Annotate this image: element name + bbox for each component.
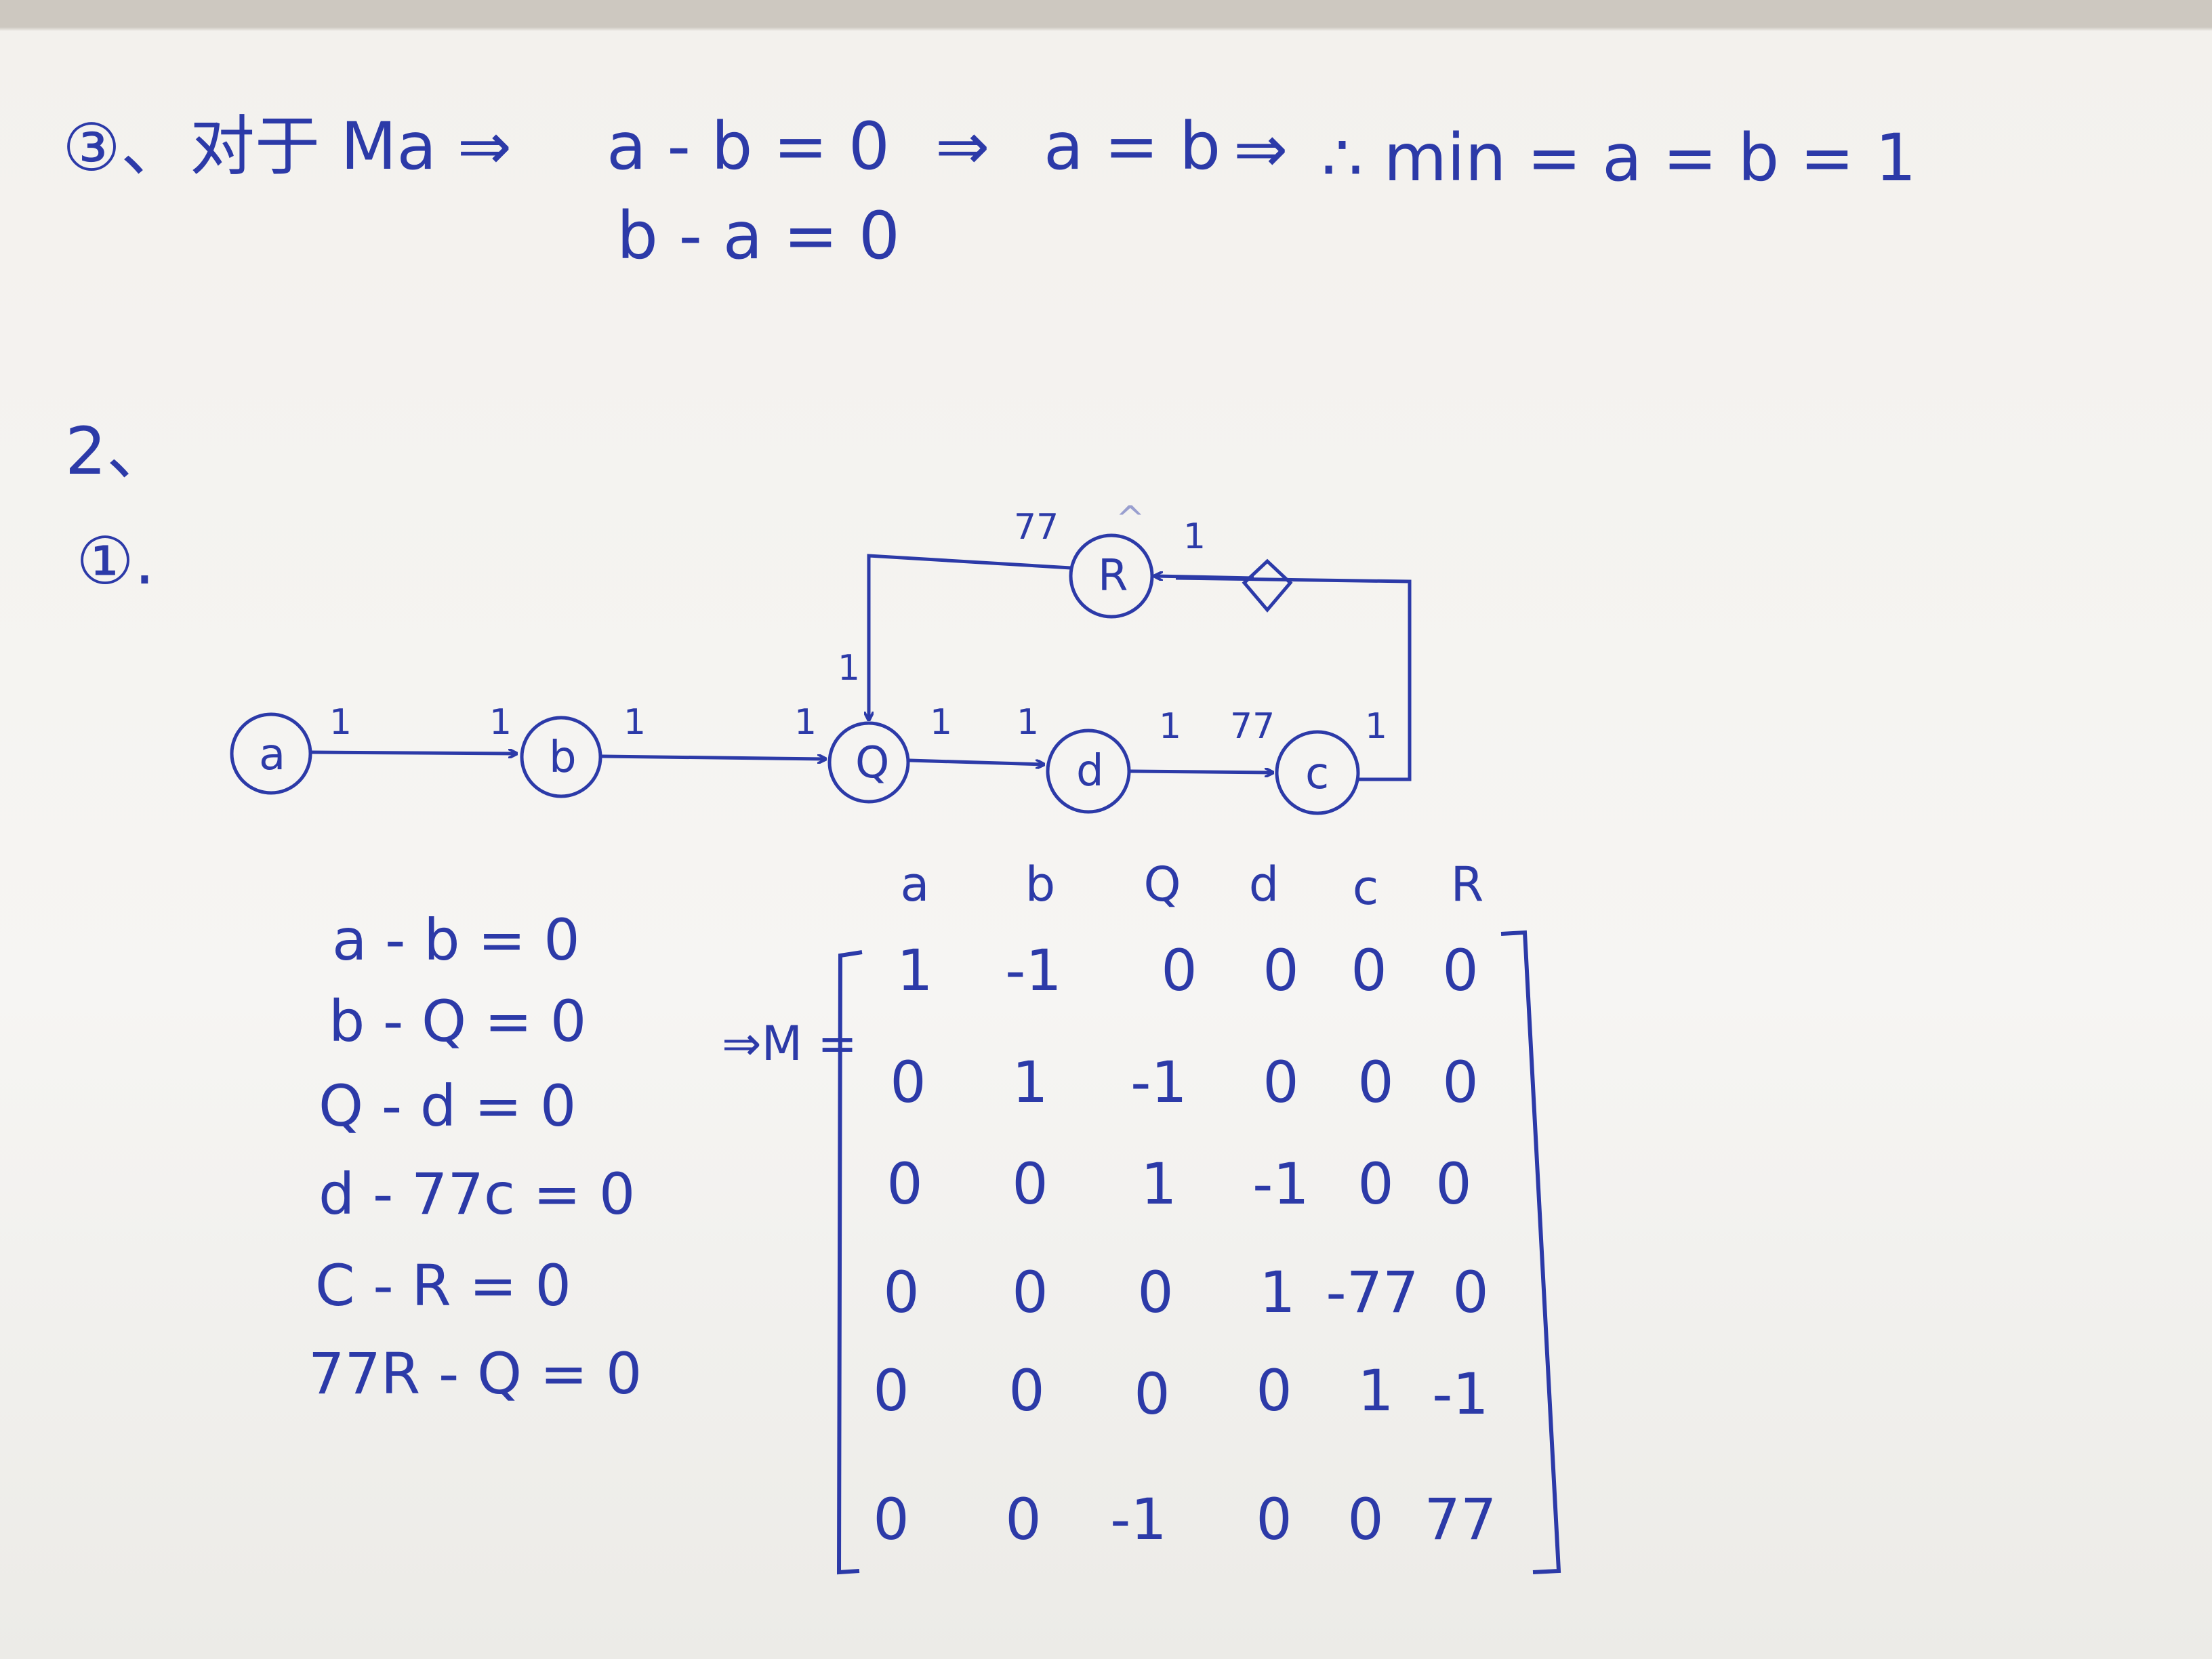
matrix-cell: 0	[1357, 1151, 1394, 1217]
matrix-header-d: d	[1248, 857, 1279, 912]
matrix-cell: 0	[1256, 1486, 1292, 1553]
equation-6: 77R - Q = 0	[308, 1340, 642, 1407]
part3-result1: a = b	[1044, 108, 1221, 184]
edge-label-q-d-head: 1	[1017, 702, 1040, 743]
node-a-label: a	[259, 730, 286, 780]
part3-implies1: ⇒	[935, 108, 990, 184]
matrix-cell: 0	[873, 1357, 909, 1424]
node-d-circle	[1046, 729, 1131, 814]
matrix-cell: -1	[1432, 1361, 1489, 1427]
matrix-cell: 0	[1161, 937, 1197, 1004]
edge-label-r-q-tail: 77	[1014, 507, 1059, 548]
equation-1: a - b = 0	[332, 907, 580, 973]
matrix-cell: 1	[1357, 1357, 1394, 1424]
matrix-header-r: R	[1450, 857, 1484, 912]
part3-marker: ③、	[62, 110, 186, 186]
matrix-cell: 0	[1435, 1151, 1472, 1217]
matrix-cell: 0	[1263, 1049, 1299, 1115]
edge-a-b	[311, 752, 516, 754]
node-d-label: d	[1076, 746, 1104, 796]
matrix-cell: -1	[1110, 1486, 1167, 1553]
matrix-cell: 0	[1452, 1259, 1489, 1326]
matrix-cell: 0	[1134, 1361, 1170, 1427]
matrix-cell: -77	[1326, 1259, 1419, 1326]
edge-c-r-path	[1175, 576, 1412, 781]
matrix-cell: 1	[1259, 1259, 1296, 1326]
matrix-cell: 0	[1263, 937, 1299, 1004]
matrix-cell: 1	[1012, 1049, 1048, 1115]
part2-marker: 2、	[65, 413, 172, 489]
edge-label-q-d-tail: 1	[930, 702, 953, 743]
edge-label-b-q-head: 1	[794, 702, 817, 743]
edge-label-a-b-head: 1	[489, 702, 512, 743]
part3-eq2: b - a = 0	[617, 198, 900, 274]
equation-4: d - 77c = 0	[319, 1161, 636, 1227]
part3-implies2: ⇒	[1233, 111, 1288, 187]
diamond-symbol	[1242, 558, 1293, 613]
faint-caret-mark: ^	[1115, 499, 1145, 539]
matrix-cell: 0	[883, 1259, 920, 1326]
matrix-cell: -1	[1005, 937, 1062, 1004]
edge-d-c	[1130, 771, 1273, 773]
matrix-header-b: b	[1025, 857, 1056, 912]
equation-2: b - Q = 0	[329, 988, 587, 1054]
matrix-header-q: Q	[1143, 857, 1181, 912]
matrix-cell: 0	[1442, 937, 1479, 1004]
edge-q-d	[909, 758, 1044, 764]
equation-3: Q - d = 0	[319, 1073, 577, 1139]
matrix-cell: 0	[1347, 1486, 1384, 1553]
edge-label-d-c-head: 77	[1230, 706, 1275, 747]
matrix-cell: -1	[1130, 1049, 1187, 1115]
part3-prefix: 对于 Ma ⇒	[190, 108, 512, 184]
edge-r-q	[869, 554, 1071, 720]
edge-c-r-arrow	[1155, 576, 1254, 578]
edge-label-r-q-head: 1	[838, 648, 861, 689]
matrix-cell: 0	[1256, 1357, 1292, 1424]
edge-label-b-q-tail: 1	[623, 702, 647, 743]
matrix-cell: 0	[890, 1049, 926, 1115]
edge-b-q	[601, 756, 825, 759]
edge-label-a-b-tail: 1	[329, 702, 352, 743]
matrix-cell: 0	[1005, 1486, 1042, 1553]
matrix-cell: 0	[1357, 1049, 1394, 1115]
matrix-right-bracket	[1500, 930, 1561, 1574]
matrix-cell: 1	[897, 937, 933, 1004]
matrix-cell: 1	[1141, 1151, 1177, 1217]
part2-sub-marker: ①.	[76, 523, 155, 599]
matrix-cell: 0	[1442, 1049, 1479, 1115]
node-r-circle	[1069, 533, 1154, 619]
node-b-circle	[520, 716, 602, 798]
part3-eq1: a - b = 0	[607, 108, 890, 184]
matrix-cell: -1	[1252, 1151, 1309, 1217]
matrix-cell: 0	[1137, 1259, 1174, 1326]
matrix-cell: 0	[1008, 1357, 1045, 1424]
matrix-cell: 0	[1351, 937, 1387, 1004]
matrix-cell: 0	[873, 1486, 909, 1553]
equation-5: C - R = 0	[315, 1252, 571, 1319]
node-q-label: Q	[855, 738, 890, 788]
part3-conclusion: ∴ min = a = b = 1	[1322, 120, 1917, 196]
node-a-circle	[230, 712, 312, 795]
node-b-label: b	[549, 733, 577, 783]
matrix-left-bracket	[836, 950, 863, 1575]
matrix-header-c: c	[1352, 860, 1379, 916]
node-c-circle	[1275, 730, 1360, 815]
edge-label-c-r-head: 1	[1183, 516, 1206, 557]
matrix-cell: 0	[1012, 1151, 1048, 1217]
edge-label-c-r-tail: 1	[1365, 706, 1388, 747]
node-r-label: R	[1098, 551, 1128, 601]
node-c-label: c	[1305, 749, 1330, 799]
node-q-circle	[827, 721, 910, 804]
edge-label-d-c-tail: 1	[1159, 706, 1182, 747]
matrix-label: ⇒M =	[722, 1016, 857, 1071]
matrix-cell: 0	[886, 1151, 923, 1217]
matrix-header-a: a	[900, 857, 930, 912]
matrix-cell: 77	[1424, 1486, 1497, 1553]
matrix-cell: 0	[1012, 1259, 1048, 1326]
